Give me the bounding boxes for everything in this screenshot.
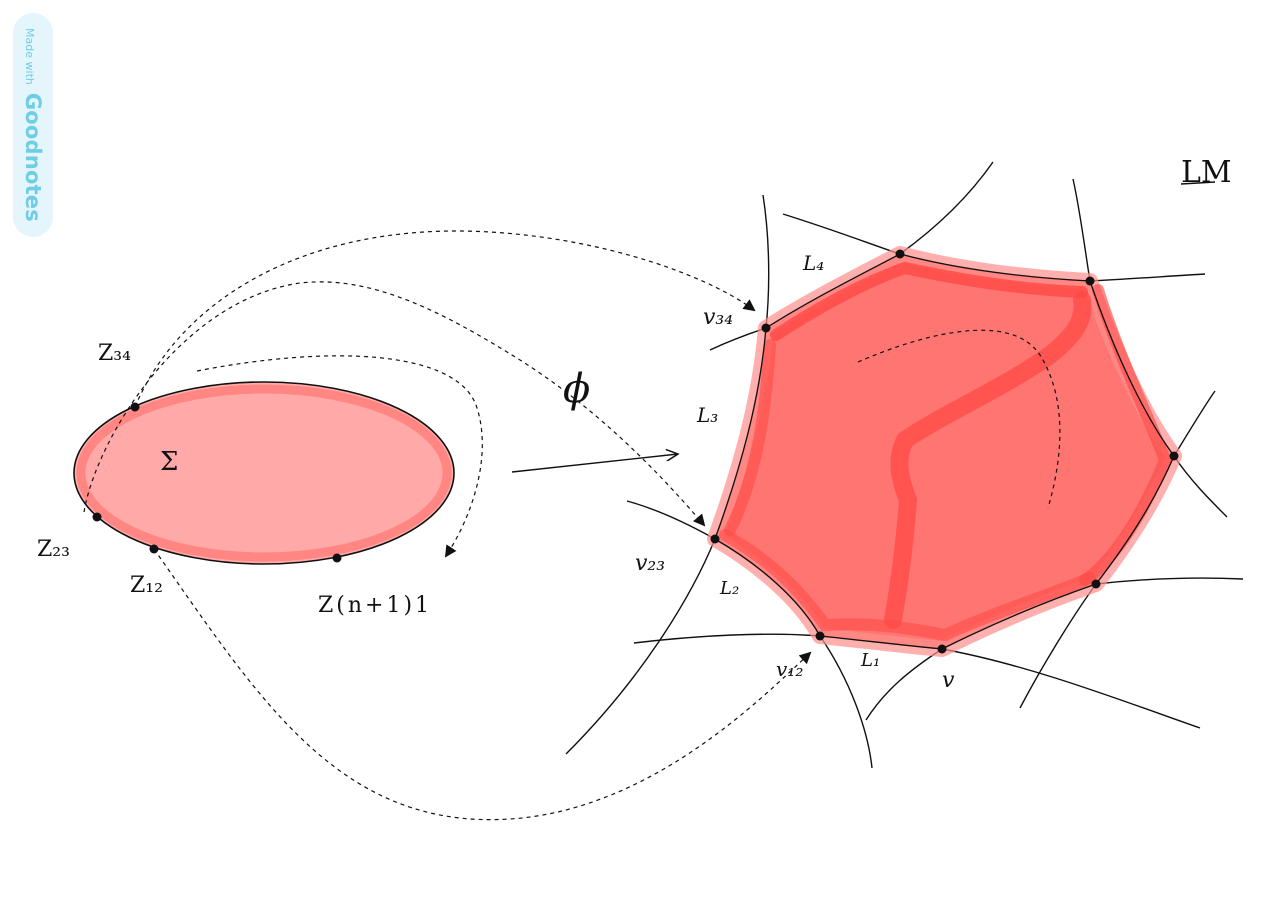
label-sigma: Σ [160,447,178,477]
label-v: v [942,668,955,693]
label-v12: v₁₂ [776,657,803,681]
label-l1: L₁ [860,650,880,671]
phi-map-arrow [511,454,678,473]
highlighter-stroke-bottom [719,529,1096,642]
label-z23: Z₂₃ [37,537,70,562]
goodnotes-badge [13,13,53,237]
highlighter-stroke-right [1079,284,1172,586]
label-l2: L₂ [719,578,739,599]
highlighter-stroke-zigzag [884,291,1092,629]
label-z34: Z₃₄ [98,341,131,366]
sigma-disk-rim-shading [76,384,452,562]
dashed-arc-z12-v12 [153,548,812,821]
label-lm: LM [1181,155,1232,190]
dashed-crossing-curve [83,281,706,527]
point-z23 [92,512,102,522]
vertex-bottom-right [1091,579,1101,589]
vertex-v12 [815,631,825,641]
vertex-v [937,644,947,654]
label-z12: Z₁₂ [130,573,163,598]
label-l3: L₃ [696,403,718,427]
dashed-inner-curve [857,329,1061,509]
highlighter-stroke-top [770,261,1088,341]
vertex-top [895,249,905,259]
point-zn1 [332,553,342,563]
highlighter-stroke-left [724,339,776,536]
label-phi: ϕ [563,366,590,412]
sigma-disk-fill [74,382,454,564]
sigma-disk-boundary [73,381,455,565]
vertex-top-right [1085,276,1095,286]
dashed-arc-z34-v34 [134,230,756,408]
label-v23: v₂₃ [635,551,665,576]
lm-underline [1180,181,1216,185]
vertex-v34 [761,323,771,333]
vertex-right [1169,451,1179,461]
label-v34: v₃₄ [703,305,733,330]
vertex-v23 [710,534,720,544]
dashed-orientation-arrow [196,355,483,558]
label-l4: L₄ [802,251,824,275]
label-zn1: Z(n+1)1 [318,593,432,618]
